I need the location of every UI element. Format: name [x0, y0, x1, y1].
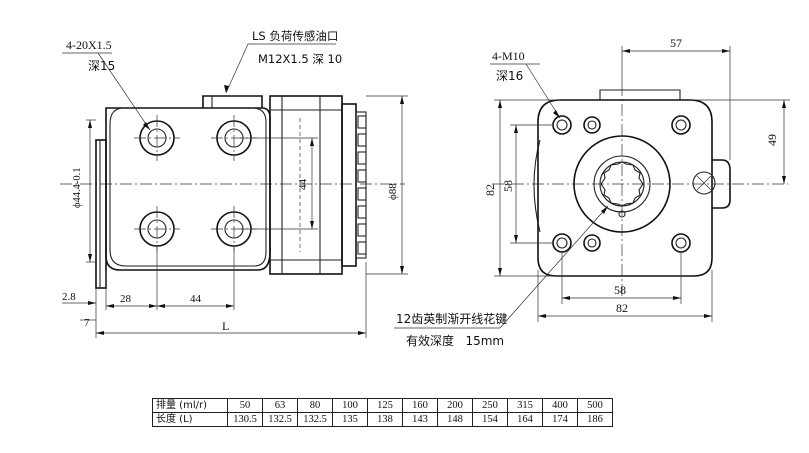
table-cell: 315	[507, 398, 543, 413]
ls-note-line2: M12X1.5 深 10	[258, 52, 342, 66]
table-cell: 186	[577, 412, 613, 427]
table-row-displacement: 排量 (ml/r) 50 63 80 100 125 160 200 250 3…	[152, 398, 613, 413]
table-cell: 132.5	[262, 412, 298, 427]
spline-note-line1: 12齿英制渐开线花键	[396, 311, 507, 326]
table-cell: 160	[402, 398, 438, 413]
table-cell: 250	[472, 398, 508, 413]
dim-pilot-dia: ϕ44.4-0.1	[72, 167, 83, 208]
port-note-line1: 4-20X1.5	[66, 38, 112, 52]
dim-44-horiz: 44	[190, 293, 202, 305]
table-cell: 135	[332, 412, 368, 427]
thread-bottom-left	[552, 233, 572, 253]
dim-49: 49	[765, 134, 779, 146]
table-cell: 143	[402, 412, 438, 427]
left-view: 4-20X1.5 深15 LS 负荷传感油口 M12X1.5 深 10 ϕ44.…	[60, 29, 408, 338]
table-cell: 63	[262, 398, 298, 413]
dim-58-vert: 58	[501, 180, 515, 192]
table-cell: 132.5	[297, 412, 333, 427]
ls-note-line1: LS 负荷传感油口	[252, 29, 338, 43]
table-row-length: 长度 (L) 130.5 132.5 132.5 135 138 143 148…	[152, 412, 613, 427]
dim-58-horiz: 58	[614, 283, 626, 297]
table-cell: 164	[507, 412, 543, 427]
displacement-length-table: 排量 (ml/r) 50 63 80 100 125 160 200 250 3…	[152, 398, 613, 427]
row-label-length: 长度 (L)	[152, 412, 228, 427]
dim-dia-88: ϕ88	[387, 183, 399, 200]
port-top-left	[134, 115, 180, 161]
thread-top-left	[552, 115, 572, 135]
spline-teeth	[600, 161, 644, 207]
thread-note-line1: 4-M10	[492, 49, 525, 63]
table-cell: 125	[367, 398, 403, 413]
table-cell: 148	[437, 412, 473, 427]
table-cell: 80	[297, 398, 333, 413]
row-label-displacement: 排量 (ml/r)	[152, 398, 228, 413]
dim-2-8: 2.8	[62, 291, 76, 303]
dim-L: L	[222, 319, 229, 333]
port-bottom-left	[134, 206, 180, 252]
table-cell: 100	[332, 398, 368, 413]
dim-7: 7	[84, 317, 90, 329]
table-cell: 500	[577, 398, 613, 413]
table-cell: 400	[542, 398, 578, 413]
thread-top-right	[671, 115, 691, 135]
table-cell: 174	[542, 412, 578, 427]
port-note-line2: 深15	[88, 59, 115, 73]
dim-82-horiz: 82	[616, 301, 628, 315]
right-view: 4-M10 深16 57 49 82 58 58	[394, 36, 790, 348]
thread-note-line2: 深16	[496, 69, 523, 83]
dim-57: 57	[670, 36, 682, 50]
dim-44-vert: 44	[297, 179, 309, 191]
dim-28: 28	[120, 293, 132, 305]
thread-bottom-right	[671, 233, 691, 253]
table-cell: 200	[437, 398, 473, 413]
dim-82-vert: 82	[483, 184, 497, 196]
table-cell: 138	[367, 412, 403, 427]
spline-note-line2: 有效深度 15mm	[406, 333, 504, 348]
end-bolts	[357, 115, 367, 255]
table-cell: 154	[472, 412, 508, 427]
table-cell: 130.5	[227, 412, 263, 427]
table-cell: 50	[227, 398, 263, 413]
